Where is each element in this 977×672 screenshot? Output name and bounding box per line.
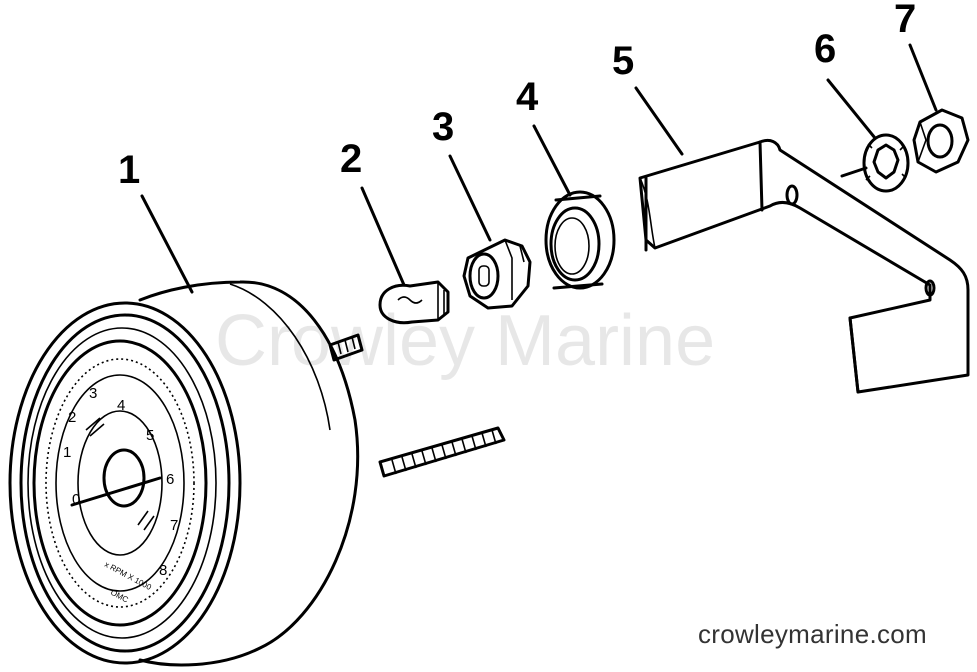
leader-line-2: [360, 186, 406, 287]
leader-line-7: [908, 43, 938, 112]
part-6-lock-washer: [862, 133, 910, 193]
leader-lines: [140, 43, 938, 294]
gauge-dial-face: [32, 339, 208, 627]
gauge-needle: [70, 476, 162, 507]
leader-line-3: [448, 154, 492, 242]
dial-number-6: 6: [166, 471, 174, 488]
callout-4: 4: [516, 75, 539, 119]
dial-number-4: 4: [117, 397, 125, 414]
gauge-bezel: [8, 301, 242, 665]
part-3-socket: [462, 238, 532, 310]
watermark-text: Crowley Marine: [215, 301, 715, 381]
part-5-bracket: [638, 138, 970, 394]
callout-6: 6: [814, 27, 836, 71]
site-url: crowleymarine.com: [697, 619, 927, 649]
callout-1: 1: [118, 148, 140, 192]
leader-line-4: [532, 124, 572, 197]
callout-3: 3: [432, 105, 454, 149]
dial-number-0: 0: [72, 491, 80, 508]
dial-number-2: 2: [68, 409, 76, 426]
leader-line-6b: [840, 166, 868, 178]
leader-line-5: [634, 86, 684, 156]
gauge-housing: [138, 280, 360, 667]
callout-2: 2: [340, 137, 362, 181]
part-4-grommet: [544, 190, 616, 290]
dial-number-1: 1: [63, 444, 71, 461]
dial-number-5: 5: [146, 427, 154, 444]
long-mounting-stud: [378, 426, 506, 478]
dial-number-8: 8: [159, 562, 167, 579]
callout-5: 5: [612, 39, 634, 83]
callout-7: 7: [894, 0, 916, 41]
dial-number-7: 7: [170, 517, 178, 534]
short-mounting-stud: [328, 333, 364, 362]
dial-rpm-text: x RPM X 1000: [103, 560, 153, 592]
dial-number-3: 3: [89, 385, 97, 402]
part-2-bulb: [378, 280, 450, 325]
leader-line-6: [826, 78, 877, 140]
leader-line-1: [140, 194, 194, 294]
part-7-hex-nut: [912, 108, 970, 174]
gauge-center-hub: [102, 448, 146, 508]
